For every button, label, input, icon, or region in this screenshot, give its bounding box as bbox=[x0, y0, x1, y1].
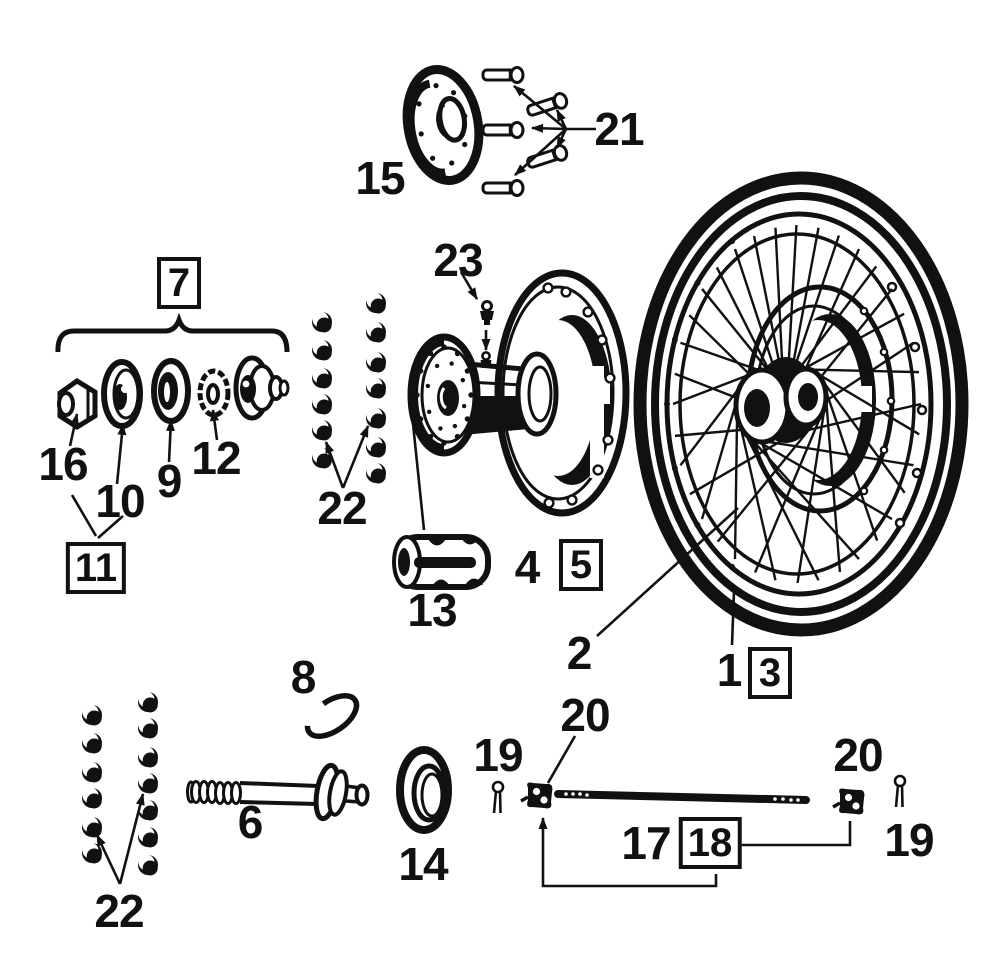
axle-nut-drawing bbox=[57, 378, 98, 430]
part-label-19-left: 19 bbox=[473, 729, 523, 781]
part-label-20-left: 20 bbox=[560, 689, 610, 741]
axle-drawing bbox=[186, 762, 370, 822]
part-label-9: 9 bbox=[156, 455, 183, 507]
hub-flange bbox=[407, 333, 481, 457]
part-label-23: 23 bbox=[433, 234, 483, 286]
grease-fitting-drawing bbox=[480, 300, 494, 368]
part-label-14: 14 bbox=[398, 838, 448, 890]
part-label-20-right: 20 bbox=[833, 729, 883, 781]
part-label-4: 4 bbox=[514, 541, 541, 593]
brake-rod-drawing bbox=[554, 790, 810, 804]
part-label-12: 12 bbox=[191, 432, 241, 484]
part-label-19-right: 19 bbox=[884, 814, 934, 866]
bearing-ring-drawing bbox=[151, 358, 191, 424]
dust-cover-drawing bbox=[101, 359, 143, 429]
adjuster-nut-right-drawing bbox=[831, 786, 867, 817]
cotter-pin-right-drawing bbox=[893, 774, 907, 809]
wheel-spokes bbox=[664, 224, 922, 584]
part-box-5: 5 bbox=[559, 539, 603, 591]
part-label-21: 21 bbox=[594, 103, 644, 155]
lock-washer-drawing bbox=[197, 368, 231, 418]
circlip-drawing bbox=[304, 693, 360, 739]
part-label-15: 15 bbox=[355, 152, 405, 204]
part-box-11: 11 bbox=[65, 542, 127, 594]
part-box-7: 7 bbox=[157, 257, 201, 309]
part-label-1: 1 bbox=[716, 644, 743, 696]
cotter-pin-left-drawing bbox=[491, 780, 505, 815]
part-label-22-bottom: 22 bbox=[94, 885, 144, 937]
part-label-16: 16 bbox=[38, 438, 88, 490]
hub-barrel bbox=[467, 351, 559, 437]
hub-assembly-drawing bbox=[407, 269, 630, 517]
rivets-drawing bbox=[481, 66, 571, 197]
adjuster-nut-left-drawing bbox=[519, 780, 555, 811]
part-box-18: 18 bbox=[678, 817, 742, 869]
wheel-hub-center bbox=[733, 357, 829, 445]
part-label-13: 13 bbox=[407, 584, 457, 636]
leader-lines bbox=[68, 84, 852, 888]
part-label-10: 10 bbox=[95, 475, 145, 527]
bearing-balls-mid-drawing bbox=[312, 292, 386, 484]
wheel-drawing bbox=[633, 171, 969, 637]
part-box-3: 3 bbox=[748, 647, 792, 699]
part-label-2: 2 bbox=[566, 627, 593, 679]
seal-ring-drawing bbox=[396, 746, 452, 834]
bearing-balls-bottom-drawing bbox=[82, 691, 158, 876]
spacer-drawing bbox=[392, 534, 491, 590]
bearing-group-drawing bbox=[55, 312, 290, 430]
bearing-cone-drawing bbox=[233, 355, 290, 421]
drive-ring-drawing bbox=[402, 65, 484, 185]
part-label-8: 8 bbox=[290, 651, 317, 703]
part-label-6: 6 bbox=[237, 796, 264, 848]
part-label-22-mid: 22 bbox=[317, 482, 367, 534]
part-label-17: 17 bbox=[621, 817, 671, 869]
